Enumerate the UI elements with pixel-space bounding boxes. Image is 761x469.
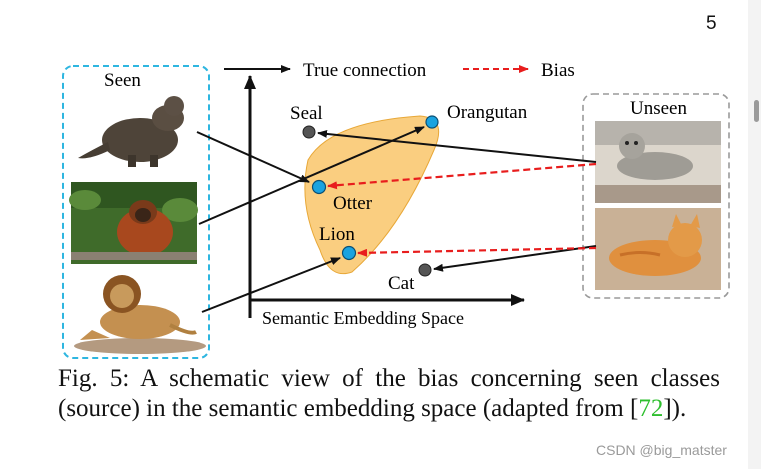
cat-true-connection [433, 245, 597, 272]
seal-true-connection [317, 129, 597, 163]
seen-title: Seen [104, 70, 141, 91]
axis-label: Semantic Embedding Space [262, 308, 464, 328]
lion-image [74, 275, 206, 354]
legend-true-connection-label: True connection [303, 60, 427, 81]
cat-point [418, 263, 432, 277]
otter-point [311, 179, 327, 195]
otter-true-connection [196, 131, 310, 183]
citation-link[interactable]: 72 [638, 395, 664, 422]
orangutan-point [425, 115, 439, 129]
caption-suffix: ]). [663, 395, 687, 422]
seal-label: Seal [290, 103, 323, 124]
unseen-classes-box [582, 93, 730, 299]
caption-text: Fig. 5: A schematic view of the bias con… [58, 365, 720, 422]
seal-image [595, 121, 721, 203]
orangutan-image [69, 182, 198, 264]
orangutan-true-connection [198, 126, 425, 225]
watermark: CSDN @big_matster [596, 442, 727, 458]
unseen-title: Unseen [630, 98, 687, 119]
lion-point [341, 245, 357, 261]
figure-caption: Fig. 5: A schematic view of the bias con… [58, 364, 720, 424]
page-number: 5 [706, 13, 717, 34]
lion-true-connection [201, 257, 341, 313]
seen-class-region [304, 115, 440, 275]
lion-label: Lion [319, 224, 355, 245]
orangutan-label: Orangutan [447, 102, 528, 123]
cat-image [595, 208, 721, 290]
seal-bias-arrow [327, 162, 597, 190]
legend-bias-label: Bias [541, 60, 575, 81]
seal-point [302, 125, 316, 139]
bias-schematic-figure: Seen Unseen [62, 60, 730, 359]
otter-image [78, 96, 184, 167]
scrollbar-thumb[interactable] [754, 100, 759, 122]
cat-bias-arrow [357, 246, 597, 257]
otter-label: Otter [333, 193, 373, 214]
seen-classes-box [62, 65, 210, 359]
cat-label: Cat [388, 273, 415, 294]
